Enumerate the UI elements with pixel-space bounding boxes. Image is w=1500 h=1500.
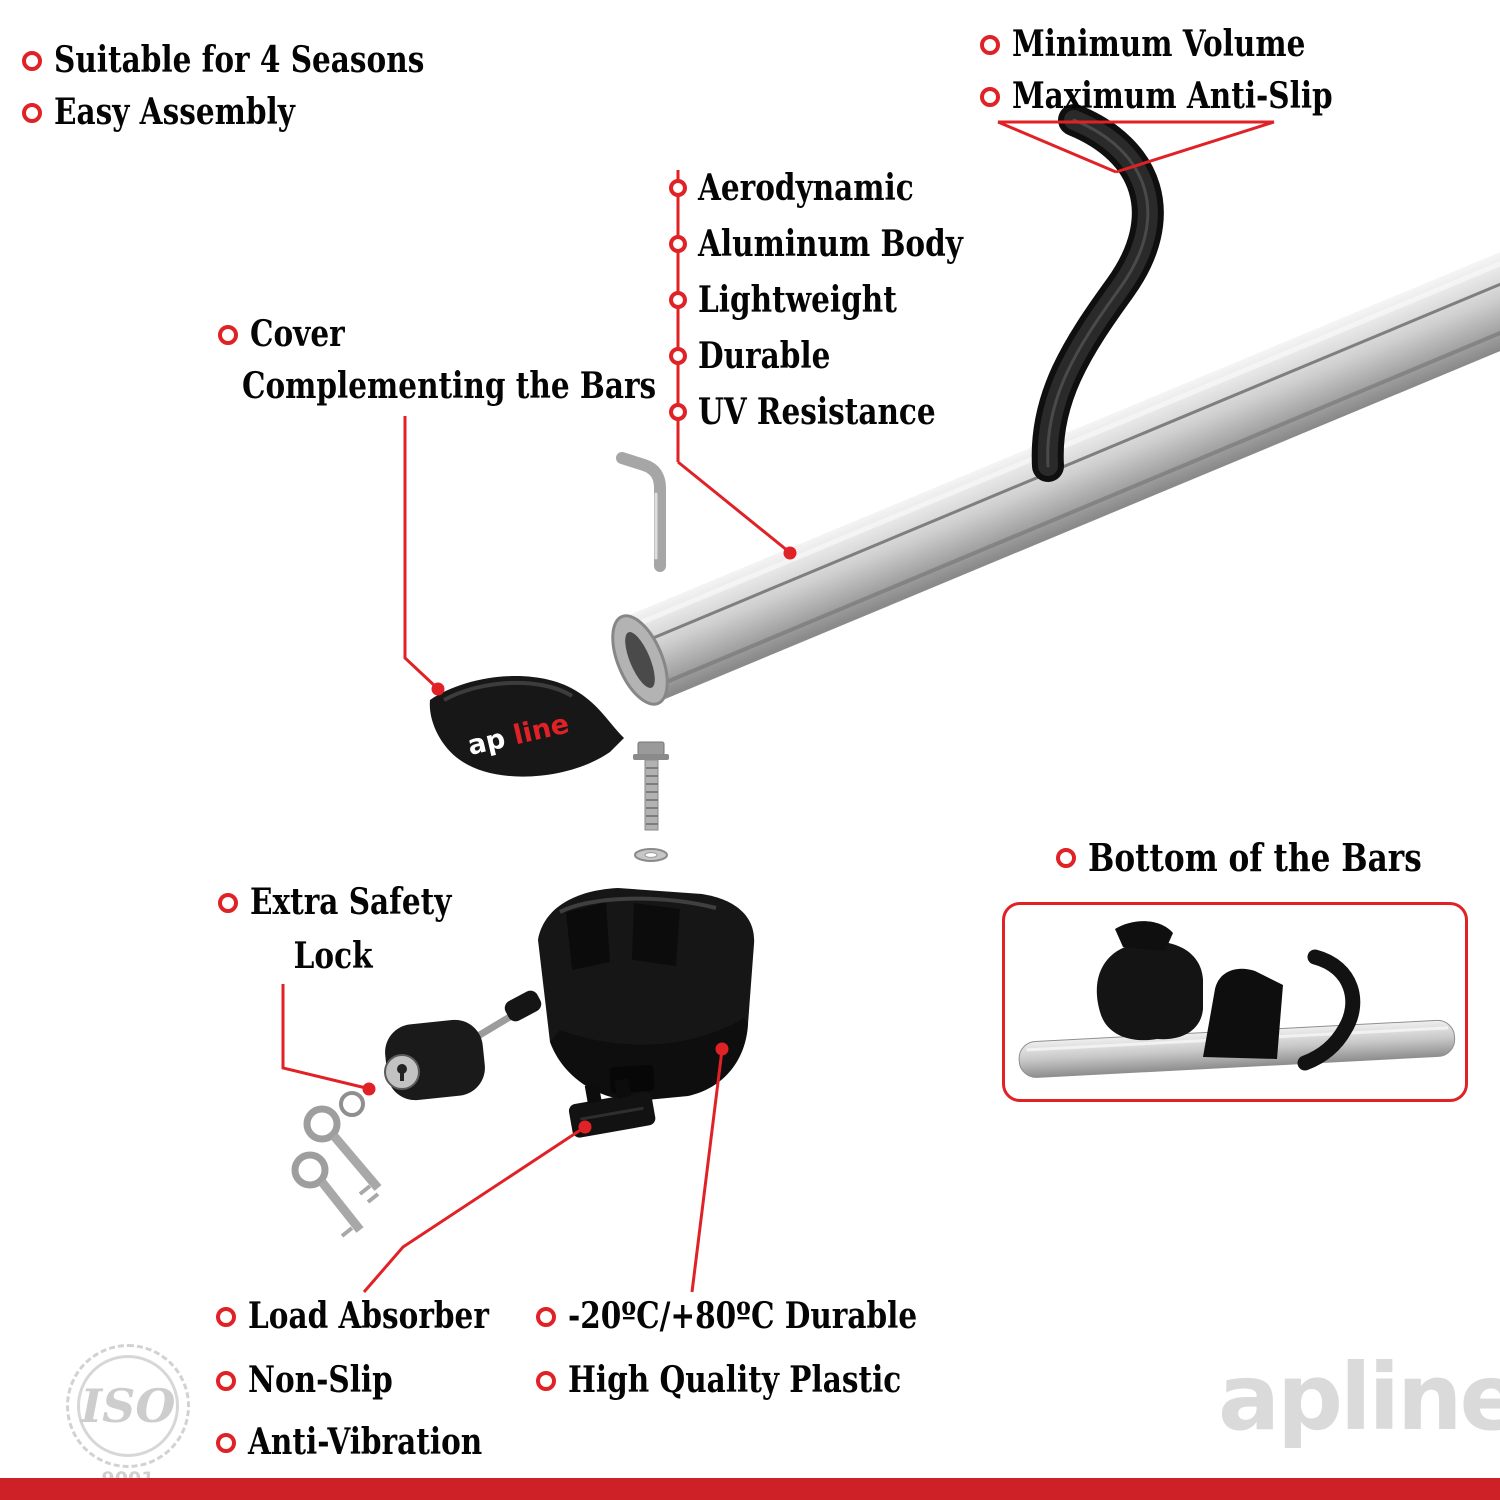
ring-bullet-icon (218, 324, 238, 345)
iso-title: ISO (80, 1379, 176, 1433)
lock-label-line2: Lock (248, 935, 418, 977)
cover-highlight (443, 680, 574, 702)
connector-line (997, 120, 1117, 174)
connector-line (281, 984, 367, 1090)
feature-row: Non-Slip (216, 1359, 425, 1401)
lock-label-row: Extra Safety (218, 881, 496, 923)
iso-badge: ISO 9001 (66, 1344, 190, 1490)
ring-bullet-icon (216, 1306, 236, 1327)
feature-row: Suitable for 4 Seasons (22, 39, 506, 81)
cover-logo-ap: ap (465, 723, 509, 762)
brand-watermark: apline (1218, 1344, 1500, 1451)
feature-label: UV Resistance (698, 391, 936, 433)
cover-label-line2: Complementing the Bars (242, 365, 747, 407)
ring-bullet-icon (218, 892, 238, 913)
ring-bullet-icon (1056, 847, 1076, 868)
cover-label-line1: Cover (250, 313, 345, 355)
keys-icon (291, 1091, 382, 1238)
connector-line (1115, 120, 1275, 174)
bar-feature-label: Lightweight (698, 279, 941, 321)
feature-label: -20ºC/+80ºC Durable (568, 1295, 918, 1337)
feature-label: Minimum Volume (1012, 23, 1306, 65)
bar-feature-label: UV Resistance (698, 391, 988, 433)
inset-foot-plate (1203, 968, 1283, 1059)
bottom-of-bars-illustration (1018, 921, 1456, 1078)
feature-row: Minimum Volume (980, 23, 1370, 65)
feature-label: Load Absorber (248, 1295, 489, 1337)
bar-cover: ap line (429, 676, 624, 777)
connector-line (690, 1049, 724, 1293)
ring-bullet-icon (536, 1370, 556, 1391)
inset-rubber-strap (1297, 949, 1361, 1071)
ring-bullet-icon (216, 1370, 236, 1391)
ring-bullet-icon (980, 34, 1000, 55)
ring-bullet-icon (980, 86, 1000, 107)
feature-label: Non-Slip (248, 1359, 393, 1401)
bar-feature-label: Aluminum Body (698, 223, 1021, 265)
inset-clamp-hook (1115, 921, 1173, 951)
connector-line (677, 460, 789, 553)
washer-icon (634, 848, 668, 862)
feature-row: Anti-Vibration (216, 1421, 534, 1463)
connector-line (362, 1125, 586, 1293)
cover-logo-line: line (511, 708, 573, 751)
iso-inner-ring-icon (77, 1355, 179, 1457)
inset-clamp (1096, 941, 1203, 1041)
safety-lock (384, 990, 542, 1101)
feature-label: Aluminum Body (698, 223, 963, 265)
feature-row: High Quality Plastic (536, 1359, 974, 1401)
feature-label: Suitable for 4 Seasons (54, 39, 425, 81)
ring-bullet-icon (22, 50, 42, 71)
feature-row: -20ºC/+80ºC Durable (536, 1295, 994, 1337)
feature-label: Complementing the Bars (242, 365, 657, 407)
annotation-dots (362, 546, 797, 1134)
bar-end-cap (611, 614, 669, 706)
cover-label-row: Cover (218, 313, 365, 355)
iso-outer-ring-icon (66, 1344, 190, 1468)
feature-label: Maximum Anti-Slip (1012, 75, 1333, 117)
feature-row: Load Absorber (216, 1295, 542, 1337)
rubber-strip (1031, 104, 1164, 482)
ring-bullet-icon (536, 1306, 556, 1327)
bar-feature-label: Durable (698, 335, 859, 377)
ring-bullet-icon (22, 102, 42, 123)
bottom-bars-label: Bottom of the Bars (1088, 835, 1422, 880)
bottom-of-bars-inset (1002, 902, 1468, 1102)
feature-label: Easy Assembly (54, 91, 295, 133)
mounting-foot (538, 888, 755, 1101)
bar-feature-label: Aerodynamic (698, 167, 961, 209)
feature-label: Aerodynamic (698, 167, 914, 209)
allen-key-icon (616, 452, 666, 572)
footer-accent-bar (0, 1478, 1500, 1500)
feature-label: Anti-Vibration (248, 1421, 483, 1463)
bottom-bars-label-row: Bottom of the Bars (1056, 838, 1495, 878)
bar-end-slot (625, 632, 655, 688)
feature-label: High Quality Plastic (568, 1359, 902, 1401)
feature-row: Maximum Anti-Slip (980, 75, 1403, 117)
cover-logo: ap line (465, 708, 572, 761)
connector-line (403, 416, 438, 689)
lock-label-line1: Extra Safety (250, 881, 452, 923)
feature-label: Lock (293, 935, 373, 977)
ring-bullet-icon (216, 1432, 236, 1453)
load-absorber-pad (568, 1078, 656, 1138)
feature-label: Durable (698, 335, 831, 377)
bolt-icon (633, 741, 669, 831)
bar-groove (633, 282, 1500, 648)
feature-label: Lightweight (698, 279, 897, 321)
feature-row: Easy Assembly (22, 91, 348, 133)
